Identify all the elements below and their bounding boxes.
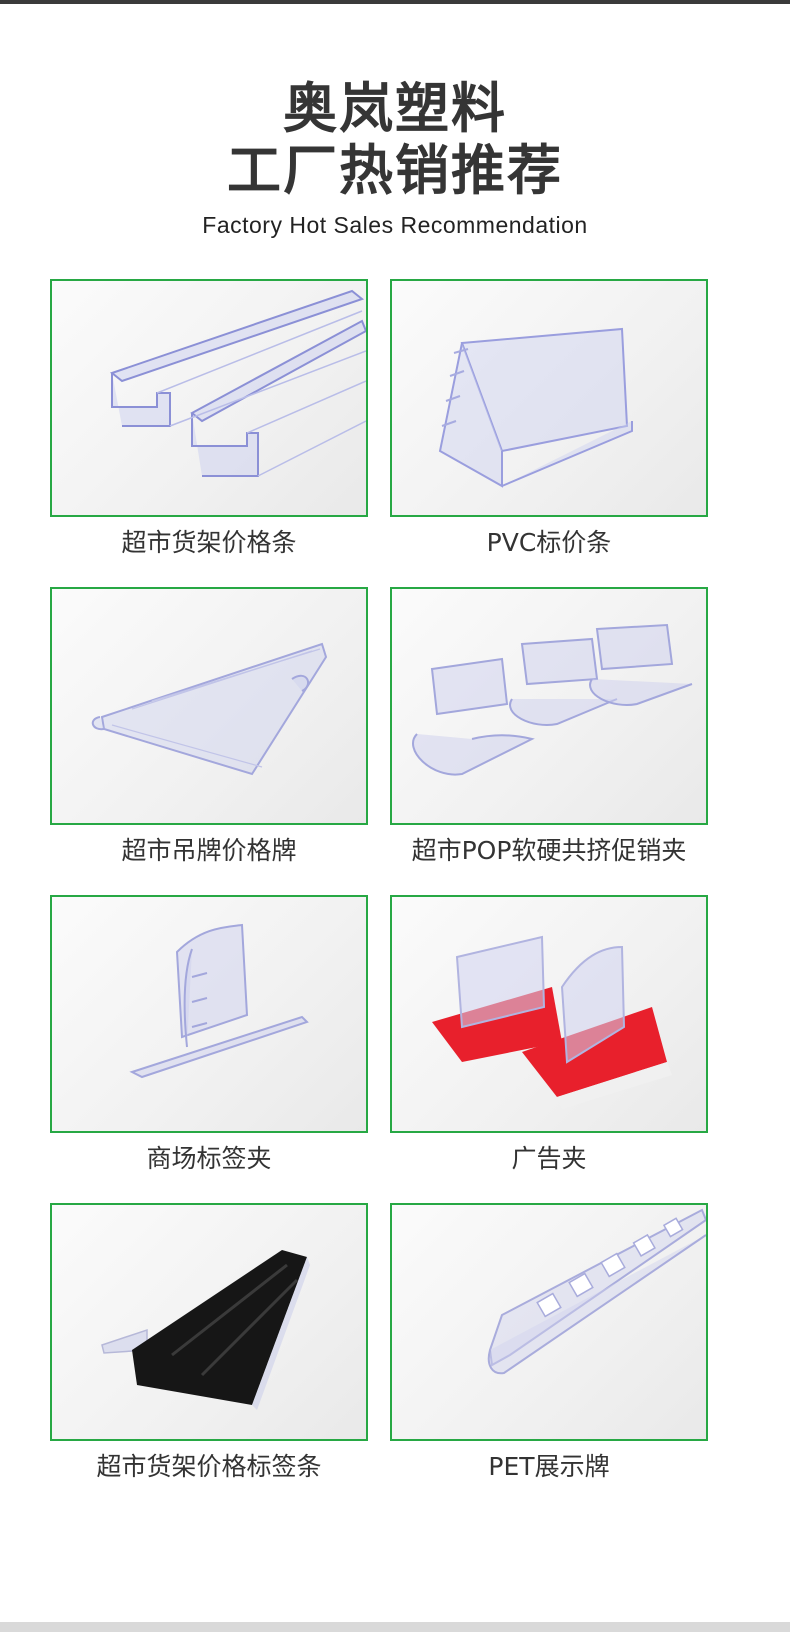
product-caption: 超市货架价格条: [121, 528, 297, 557]
bottom-border: [0, 1622, 790, 1632]
product-card-ad-clip[interactable]: [390, 895, 708, 1133]
product-image-black-strip: [101, 1250, 310, 1410]
product-caption: 广告夹: [511, 1144, 587, 1173]
product-card-price-strip[interactable]: [50, 279, 368, 517]
product-card-pet-display[interactable]: [390, 1203, 708, 1441]
header: 奥岚塑料 工厂热销推荐 Factory Hot Sales Recommenda…: [0, 78, 790, 239]
product-caption: PET展示牌: [488, 1452, 610, 1481]
top-border: [0, 0, 790, 4]
page-title: 奥岚塑料: [283, 77, 507, 140]
product-image-adhesive-clips: [432, 935, 672, 1109]
product-image-slotted-strip: [487, 1208, 706, 1375]
product-card-hanging-tag[interactable]: [50, 587, 368, 825]
product-image-triangle-strip: [438, 327, 633, 488]
product-caption: 商场标签夹: [146, 1144, 272, 1173]
product-card-label-clip[interactable]: [50, 895, 368, 1133]
product-image-pop-clips: [412, 623, 693, 776]
product-caption: 超市POP软硬共挤促销夹: [411, 836, 687, 865]
page-title-secondary: 工厂热销推荐: [227, 139, 563, 202]
product-image-label-clip: [129, 923, 309, 1079]
product-image-channel-strip: [109, 289, 366, 477]
product-caption: PVC标价条: [486, 528, 612, 557]
product-card-shelf-label-strip[interactable]: [50, 1203, 368, 1441]
product-card-pop-clip[interactable]: [390, 587, 708, 825]
product-image-hanging-tag: [91, 642, 328, 776]
page-subtitle: Factory Hot Sales Recommendation: [202, 212, 588, 238]
product-caption: 超市吊牌价格牌: [121, 836, 297, 865]
product-card-pvc-strip[interactable]: [390, 279, 708, 517]
product-caption: 超市货架价格标签条: [96, 1452, 322, 1481]
